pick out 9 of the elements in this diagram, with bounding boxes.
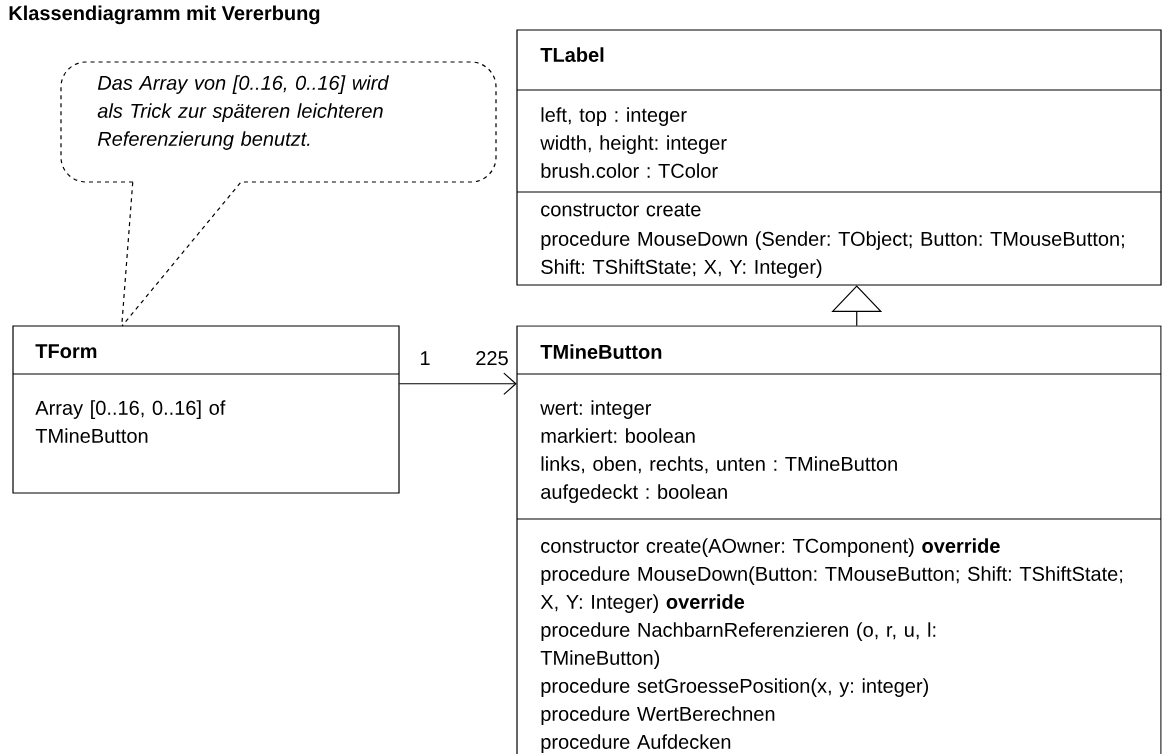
title: Klassendiagramm mit Vererbung [9, 5, 320, 25]
multiplicity-label: 1 [420, 351, 430, 365]
multiplicity-label: 225 [476, 351, 508, 366]
arrow [398, 372, 517, 395]
callout-note: Das Array von [0..16, 0..16] wird als Trick zur späteren leichteren Referenzierung benutzt. [60, 61, 497, 327]
leader-line [121, 181, 134, 327]
class-box: TMineButton wert: integer markiert: boolean links, oben, rechts, unten : TMineButton aufgedeckt : boolean constructor create(AOwner: TComponent) override procedure MouseDown(Button: TMouseButton; Shift: TShiftState; X, Y: Integer) override procedure NachbarnReferenzieren (o, r, u, l: TMineButton) procedure setGroessePosition(x, y: integer) procedure WertBerechnen procedure Aufdecken [516, 325, 1162, 754]
class-box: TLabel left, top : integer width, height: integer brush.color : TColor constructor create procedure MouseDown (Sender: TObject; Button: TMouseButton; Shift: TShiftState; X, Y: Integer) [516, 29, 1162, 286]
class-box: TForm Array [0..16, 0..16] of TMineButton [12, 325, 400, 494]
